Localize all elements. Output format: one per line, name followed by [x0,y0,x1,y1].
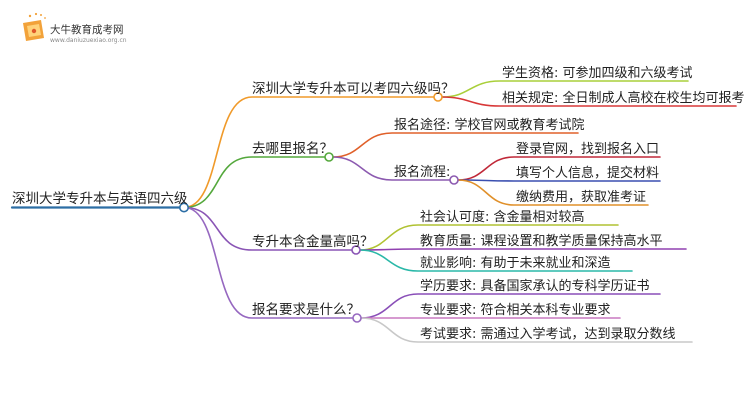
link-b2-leaf1 [332,132,579,158]
leaf-label-3-3: 就业影响: 有助于未来就业和深造 [420,255,611,271]
labels: 深圳大学专升本与英语四六级 深圳大学专升本可以考四六级吗？ 学生资格: 可参加四… [12,65,745,342]
link-b1-leaf2 [441,96,737,107]
logo-title: 大牛教育成考网 [50,23,124,36]
leaf-label-1-1: 学生资格: 可参加四级和六级考试 [502,65,693,81]
link-b4-leaf3 [360,317,693,343]
link-b3-leaf2 [359,248,687,251]
link-root-b1 [183,96,435,209]
leaf-label-2-1: 报名途径: 学校官网或教育考试院 [394,117,585,133]
link-b3-leaf3 [359,249,633,272]
branch-label-1: 深圳大学专升本可以考四六级吗？ [252,81,455,97]
branch-label-4: 报名要求是什么？ [252,302,360,318]
link-b2-sub-leaf3 [457,179,649,206]
link-root-b4 [183,206,354,319]
logo-icon [23,12,46,41]
b1-knob [433,92,443,102]
link-b2-sub-leaf1 [457,156,661,181]
leaf-label-2-2-2: 填写个人信息，提交材料 [516,165,659,181]
link-root-b3 [183,206,353,251]
b4-knob [352,313,362,323]
sub-label-2-2: 报名流程: [394,164,450,180]
b3-knob [351,245,361,255]
branch-label-2: 去哪里报名？ [252,141,333,157]
leaf-label-4-1: 学历要求: 具备国家承认的专科学历证书 [420,278,650,294]
leaf-label-4-2: 专业要求: 符合相关本科专业要求 [420,302,611,318]
connector-knobs [179,92,459,323]
link-b1-leaf1 [441,80,689,98]
leaf-label-2-2-3: 缴纳费用，获取准考证 [516,190,646,205]
b2-sub-knob [449,175,459,185]
link-b4-leaf1 [360,293,661,319]
link-b2-sub [332,156,451,181]
logo: 大牛教育成考网 www.daniuzuexiao.org.cn [23,12,127,44]
branch-label-3: 专升本含金量高吗？ [252,233,374,250]
root-label: 深圳大学专升本与英语四六级 [12,190,188,207]
link-b3-leaf1 [359,224,619,251]
leaf-label-3-1: 社会认可度: 含金量相对较高 [420,209,585,225]
leaf-label-4-3: 考试要求: 需通过入学考试，达到录取分数线 [420,326,676,342]
leaf-label-3-2: 教育质量: 课程设置和教学质量保持高水平 [420,233,663,249]
leaf-label-1-2: 相关规定: 全日制成人高校在校生均可报考 [502,90,745,106]
connectors [10,80,737,343]
logo-url: www.daniuzuexiao.org.cn [50,37,127,44]
b2-knob [324,152,334,162]
root-knob [179,202,190,213]
link-root-b2 [183,156,326,209]
leaf-label-2-2-1: 登录官网，找到报名入口 [516,141,659,157]
